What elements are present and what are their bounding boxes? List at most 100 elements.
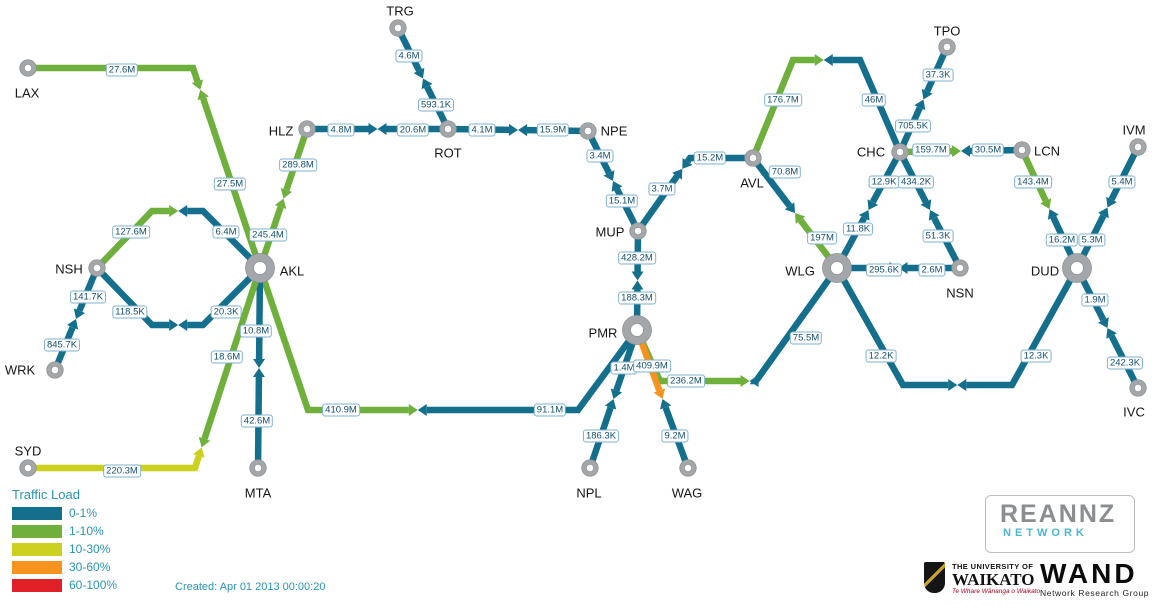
link-load-label-AKL-NSH-lower[interactable]: 118.5K [112, 305, 148, 319]
node-lcn[interactable] [1013, 141, 1031, 159]
node-hlz[interactable] [298, 120, 316, 138]
link-line-WLG-DUD[interactable] [966, 266, 1080, 389]
node-lax[interactable] [19, 59, 37, 77]
link-load-label-CHC-LCN[interactable]: 159.7M [912, 143, 950, 157]
link-line-AKL-NSH-lower[interactable] [187, 265, 263, 329]
link-load-label-AKL-PMR[interactable]: 91.1M [533, 403, 567, 417]
link-load-label-WLG-PMR[interactable]: 75.5M [789, 331, 823, 345]
link-load-label-DUD-IVC[interactable]: 242.3K [1106, 356, 1144, 370]
link-load-label-WLG-DUD[interactable]: 12.3K [1020, 349, 1052, 363]
link-load-label-MUP-AVL[interactable]: 3.7M [648, 182, 676, 196]
link-line-CHC-NSN[interactable] [931, 216, 963, 270]
link-load-label-AKL-MTA[interactable]: 42.6M [240, 414, 274, 428]
link-load-label-MUP-AVL[interactable]: 15.2M [693, 151, 727, 165]
link-load-label-MUP-PMR[interactable]: 188.3M [618, 291, 656, 305]
node-wag[interactable] [679, 459, 697, 477]
link-load-label-WLG-NSN[interactable]: 2.6M [918, 263, 946, 277]
link-load-label-WLG-DUD[interactable]: 12.2K [865, 349, 897, 363]
link-load-label-IVM-DUD[interactable]: 5.4M [1108, 175, 1136, 189]
link-line-AVL-CHC[interactable] [749, 56, 815, 160]
node-mta[interactable] [249, 459, 267, 477]
link-line-AKL-NSH-upper[interactable] [187, 207, 263, 271]
link-load-label-HLZ-ROT[interactable]: 20.6M [396, 123, 430, 137]
link-load-label-CHC-LCN[interactable]: 30.5M [971, 143, 1005, 157]
link-load-label-NSH-WRK[interactable]: 845.7K [43, 338, 81, 352]
node-dud[interactable] [1062, 253, 1092, 283]
node-wrk[interactable] [46, 361, 64, 379]
link-line-IVM-DUD[interactable] [1108, 145, 1141, 201]
node-trg[interactable] [389, 19, 407, 37]
link-load-label-AVL-CHC[interactable]: 46M [861, 93, 887, 107]
link-line-AKL-MTA[interactable] [255, 267, 264, 360]
link-load-label-PMR-NPL[interactable]: 186.3K [582, 429, 620, 443]
link-load-label-NSH-WRK[interactable]: 141.7K [69, 290, 107, 304]
node-ivm[interactable] [1129, 138, 1147, 156]
link-load-label-PMR-WAG[interactable]: 409.9M [633, 359, 671, 373]
node-pmr[interactable] [622, 315, 652, 345]
link-load-label-NPE-MUP[interactable]: 3.4M [586, 149, 614, 163]
link-load-label-WLG-CHC[interactable]: 11.8K [842, 222, 874, 236]
link-line-AKL-NSH-lower[interactable] [94, 265, 170, 329]
link-load-label-LAX-AKL[interactable]: 27.5M [213, 177, 247, 191]
node-syd[interactable] [19, 459, 37, 477]
link-load-label-TRG-ROT[interactable]: 4.6M [395, 49, 423, 63]
link-load-label-ROT-NPE[interactable]: 15.9M [536, 123, 570, 137]
link-load-label-AVL-CHC[interactable]: 176.7M [764, 93, 802, 107]
link-line-LAX-AKL[interactable] [28, 64, 201, 83]
link-load-label-MUP-PMR[interactable]: 428.2M [618, 251, 656, 265]
link-load-label-AVL-WLG[interactable]: 197M [807, 231, 837, 245]
link-load-label-NPE-MUP[interactable]: 15.1M [605, 194, 639, 208]
link-load-label-TPO-CHC[interactable]: 37.3K [922, 68, 954, 82]
link-load-label-AKL-SYD[interactable]: 220.3M [103, 464, 141, 478]
link-load-label-WLG-CHC[interactable]: 12.9K [868, 175, 900, 189]
node-ivc[interactable] [1129, 379, 1147, 397]
link-load-label-LCN-DUD[interactable]: 16.2M [1045, 233, 1079, 247]
link-load-label-WLG-PMR[interactable]: 236.2M [667, 374, 705, 388]
link-line-AKL-PMR[interactable] [426, 328, 640, 414]
link-load-label-CHC-NSN[interactable]: 434.2K [897, 175, 935, 189]
link-load-label-PMR-NPL[interactable]: 1.4M [610, 361, 638, 375]
link-load-label-AKL-NSH-lower[interactable]: 20.3K [210, 305, 242, 319]
link-load-label-AKL-SYD[interactable]: 18.6M [210, 350, 244, 364]
link-load-label-DUD-IVC[interactable]: 1.9M [1081, 293, 1109, 307]
link-load-label-AKL-MTA[interactable]: 10.8M [239, 324, 273, 338]
link-load-label-HLZ-ROT[interactable]: 4.8M [327, 123, 355, 137]
legend-swatch-1-10 [12, 525, 62, 538]
node-rot[interactable] [439, 120, 457, 138]
link-load-label-AKL-PMR[interactable]: 410.9M [322, 403, 360, 417]
node-mup[interactable] [629, 222, 647, 240]
node-npl[interactable] [581, 459, 599, 477]
link-load-label-AKL-NSH-upper[interactable]: 6.4M [212, 225, 240, 239]
link-line-MUP-AVL[interactable] [684, 154, 753, 164]
link-line-LCN-DUD[interactable] [1019, 148, 1049, 203]
link-load-label-TRG-ROT[interactable]: 593.1K [417, 98, 455, 112]
link-load-label-AKL-HLZ[interactable]: 289.8M [279, 158, 317, 172]
link-line-AKL-PMR[interactable] [256, 266, 409, 414]
link-load-label-IVM-DUD[interactable]: 5.3M [1078, 233, 1106, 247]
link-arrow-icon [631, 271, 644, 281]
link-load-label-AKL-NSH-upper[interactable]: 127.6M [112, 225, 150, 239]
node-avl[interactable] [744, 149, 762, 167]
link-load-label-TPO-CHC[interactable]: 705.5K [894, 119, 932, 133]
link-line-AVL-WLG[interactable] [750, 156, 793, 208]
node-npe[interactable] [579, 122, 597, 140]
link-line-AVL-CHC[interactable] [832, 56, 903, 154]
link-load-label-WLG-NSN[interactable]: 295.6K [865, 263, 903, 277]
link-load-label-AVL-WLG[interactable]: 70.8M [768, 165, 802, 179]
link-line-WLG-DUD[interactable] [834, 266, 949, 389]
link-line-AKL-NSH-upper[interactable] [94, 207, 170, 271]
node-wlg[interactable] [822, 253, 852, 283]
created-timestamp: Created: Apr 01 2013 00:00:20 [175, 581, 326, 593]
link-load-label-PMR-WAG[interactable]: 9.2M [661, 429, 689, 443]
link-load-label-AKL-HLZ[interactable]: 245.4M [249, 228, 287, 242]
node-tpo[interactable] [938, 38, 956, 56]
node-chc[interactable] [891, 143, 909, 161]
link-load-label-LCN-DUD[interactable]: 143.4M [1014, 175, 1052, 189]
link-load-label-LAX-AKL[interactable]: 27.6M [105, 63, 139, 77]
node-akl[interactable] [245, 253, 275, 283]
link-load-label-CHC-NSN[interactable]: 51.3K [922, 229, 954, 243]
link-line-AKL-SYD[interactable] [28, 454, 203, 472]
link-load-label-ROT-NPE[interactable]: 4.1M [468, 123, 496, 137]
node-nsh[interactable] [88, 259, 106, 277]
node-nsn[interactable] [951, 259, 969, 277]
